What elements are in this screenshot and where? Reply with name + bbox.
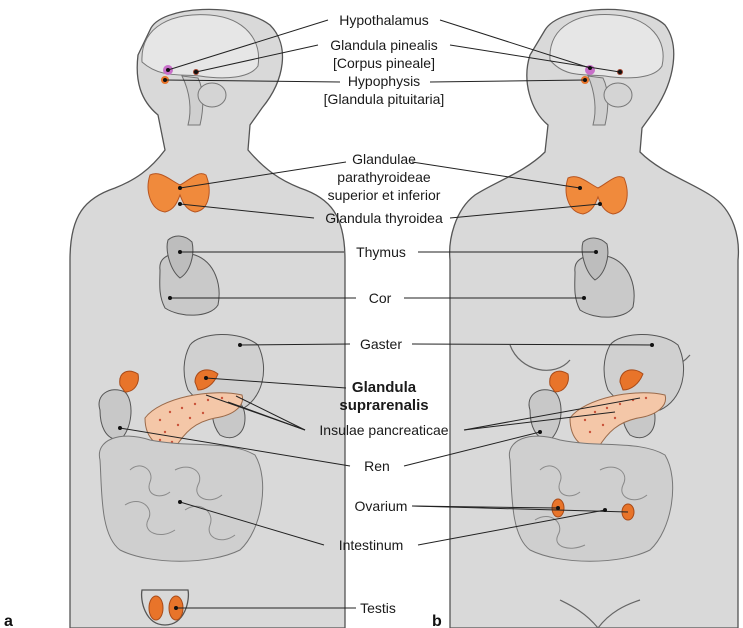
label-gaster: Gaster <box>360 336 402 352</box>
male-intestine-organ <box>99 436 262 561</box>
panel-label-b: b <box>432 613 442 628</box>
label-hypophysis-line2: [Glandula pituitaria] <box>324 91 445 107</box>
label-hypophysis-line1: Hypophysis <box>348 73 420 89</box>
label-parathyroid-line1: Glandulae <box>352 151 416 167</box>
male-testis-left <box>149 596 163 620</box>
label-parathyroid-line2: parathyroideae <box>337 169 431 185</box>
label-suprarenalis-line2: suprarenalis <box>339 397 428 414</box>
female-cerebellum <box>604 83 632 107</box>
male-cerebellum <box>198 83 226 107</box>
label-cor: Cor <box>369 290 392 306</box>
label-thymus: Thymus <box>356 244 406 260</box>
label-pinealis-line2: [Corpus pineale] <box>333 55 435 71</box>
female-figure <box>450 9 739 628</box>
label-thyroidea: Glandula thyroidea <box>325 210 443 226</box>
female-intestine-organ <box>509 436 672 561</box>
label-suprarenalis-line1: Glandula <box>352 379 417 396</box>
label-parathyroid-line3: superior et inferior <box>328 187 441 203</box>
label-testis: Testis <box>360 600 396 616</box>
label-pinealis-line1: Glandula pinealis <box>330 37 437 53</box>
label-intestinum: Intestinum <box>339 537 404 553</box>
label-pancreaticae: Insulae pancreaticae <box>319 422 448 438</box>
male-figure <box>70 9 345 628</box>
label-ren: Ren <box>364 458 390 474</box>
label-hypothalamus: Hypothalamus <box>339 12 429 28</box>
panel-label-a: a <box>4 613 13 628</box>
label-ovarium: Ovarium <box>355 498 408 514</box>
